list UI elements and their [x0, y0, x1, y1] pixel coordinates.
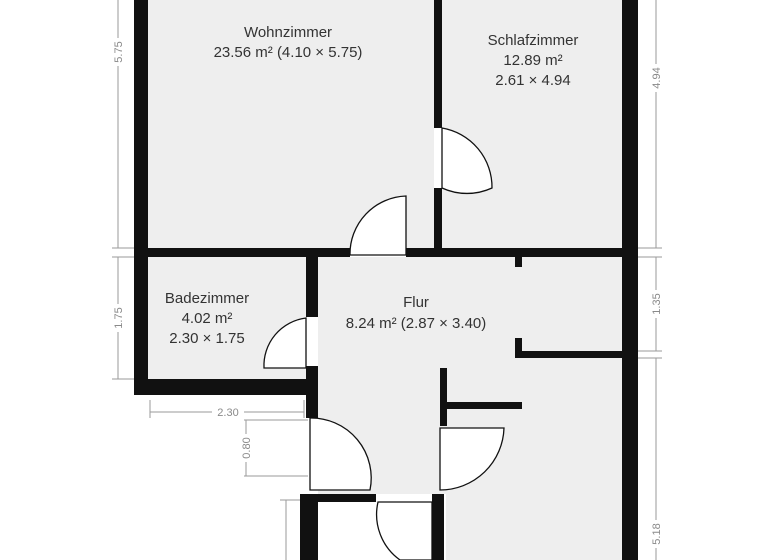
badezimmer-size: 2.30 × 1.75: [169, 330, 244, 347]
wall-wohn-schlaf-lower: [434, 188, 442, 254]
dim-label-right-bottom: 5.18: [651, 523, 663, 544]
wall-bath-right-lower: [306, 366, 318, 418]
wall-wohn-schlaf-upper: [434, 0, 442, 128]
dim-label-left-mid: 1.75: [113, 307, 125, 328]
dim-label-right-top: 4.94: [651, 67, 663, 88]
door-entrance: [309, 417, 372, 491]
doors: [263, 127, 505, 560]
badezimmer-area: 4.02 m²: [182, 310, 233, 327]
wohnzimmer-area: 23.56 m² (4.10 × 5.75): [214, 44, 363, 61]
wall-bottom-left-room-top: [306, 494, 376, 502]
door-bottom-right: [439, 427, 505, 491]
dim-label-right-mid: 1.35: [651, 293, 663, 314]
schlafzimmer-floor: [442, 0, 622, 248]
wohnzimmer-name: Wohnzimmer: [244, 24, 332, 41]
flur-area: 8.24 m² (2.87 × 3.40): [346, 315, 487, 332]
dim-label-entry: 0.80: [241, 437, 253, 458]
door-badezimmer: [263, 317, 307, 369]
wall-left-outer: [134, 0, 148, 395]
room-labels: Wohnzimmer 23.56 m² (4.10 × 5.75) Schlaf…: [165, 24, 579, 347]
dim-label-bath-width: 2.30: [217, 407, 238, 419]
wall-flur-inner-vertical: [440, 368, 447, 426]
flur-floor-upper: [318, 257, 622, 351]
schlafzimmer-area: 12.89 m²: [503, 52, 562, 69]
door-bottom-left: [375, 501, 433, 560]
dimension-labels: 5.75 1.75 2.30 0.80 4.94 1.35 5.18: [113, 41, 663, 544]
floor-areas: [148, 0, 622, 560]
door-wohnzimmer: [349, 195, 407, 256]
door-schlafzimmer: [441, 127, 493, 195]
wall-wohn-bottom-left: [148, 248, 350, 257]
wall-flur-inner-horizontal: [447, 402, 522, 409]
flur-name: Flur: [403, 294, 429, 311]
schlafzimmer-size: 2.61 × 4.94: [495, 72, 570, 89]
entrance-opening: [244, 419, 308, 477]
schlafzimmer-name: Schlafzimmer: [488, 32, 579, 49]
wall-flur-right-stub: [515, 338, 522, 358]
wall-stub-flur: [515, 257, 522, 267]
wall-bath-bottom: [148, 379, 306, 395]
wall-flur-right-bottom: [522, 351, 622, 358]
dimension-label-backgrounds: [110, 38, 664, 548]
wall-wohn-bottom-right: [406, 248, 622, 257]
dim-label-left-top: 5.75: [113, 41, 125, 62]
wall-bottom-left-lower: [300, 494, 318, 560]
wall-right-outer: [622, 0, 638, 560]
badezimmer-name: Badezimmer: [165, 290, 249, 307]
wall-bottom-divider: [432, 494, 444, 560]
wall-bath-right-upper: [306, 257, 318, 317]
walls: [134, 0, 638, 560]
